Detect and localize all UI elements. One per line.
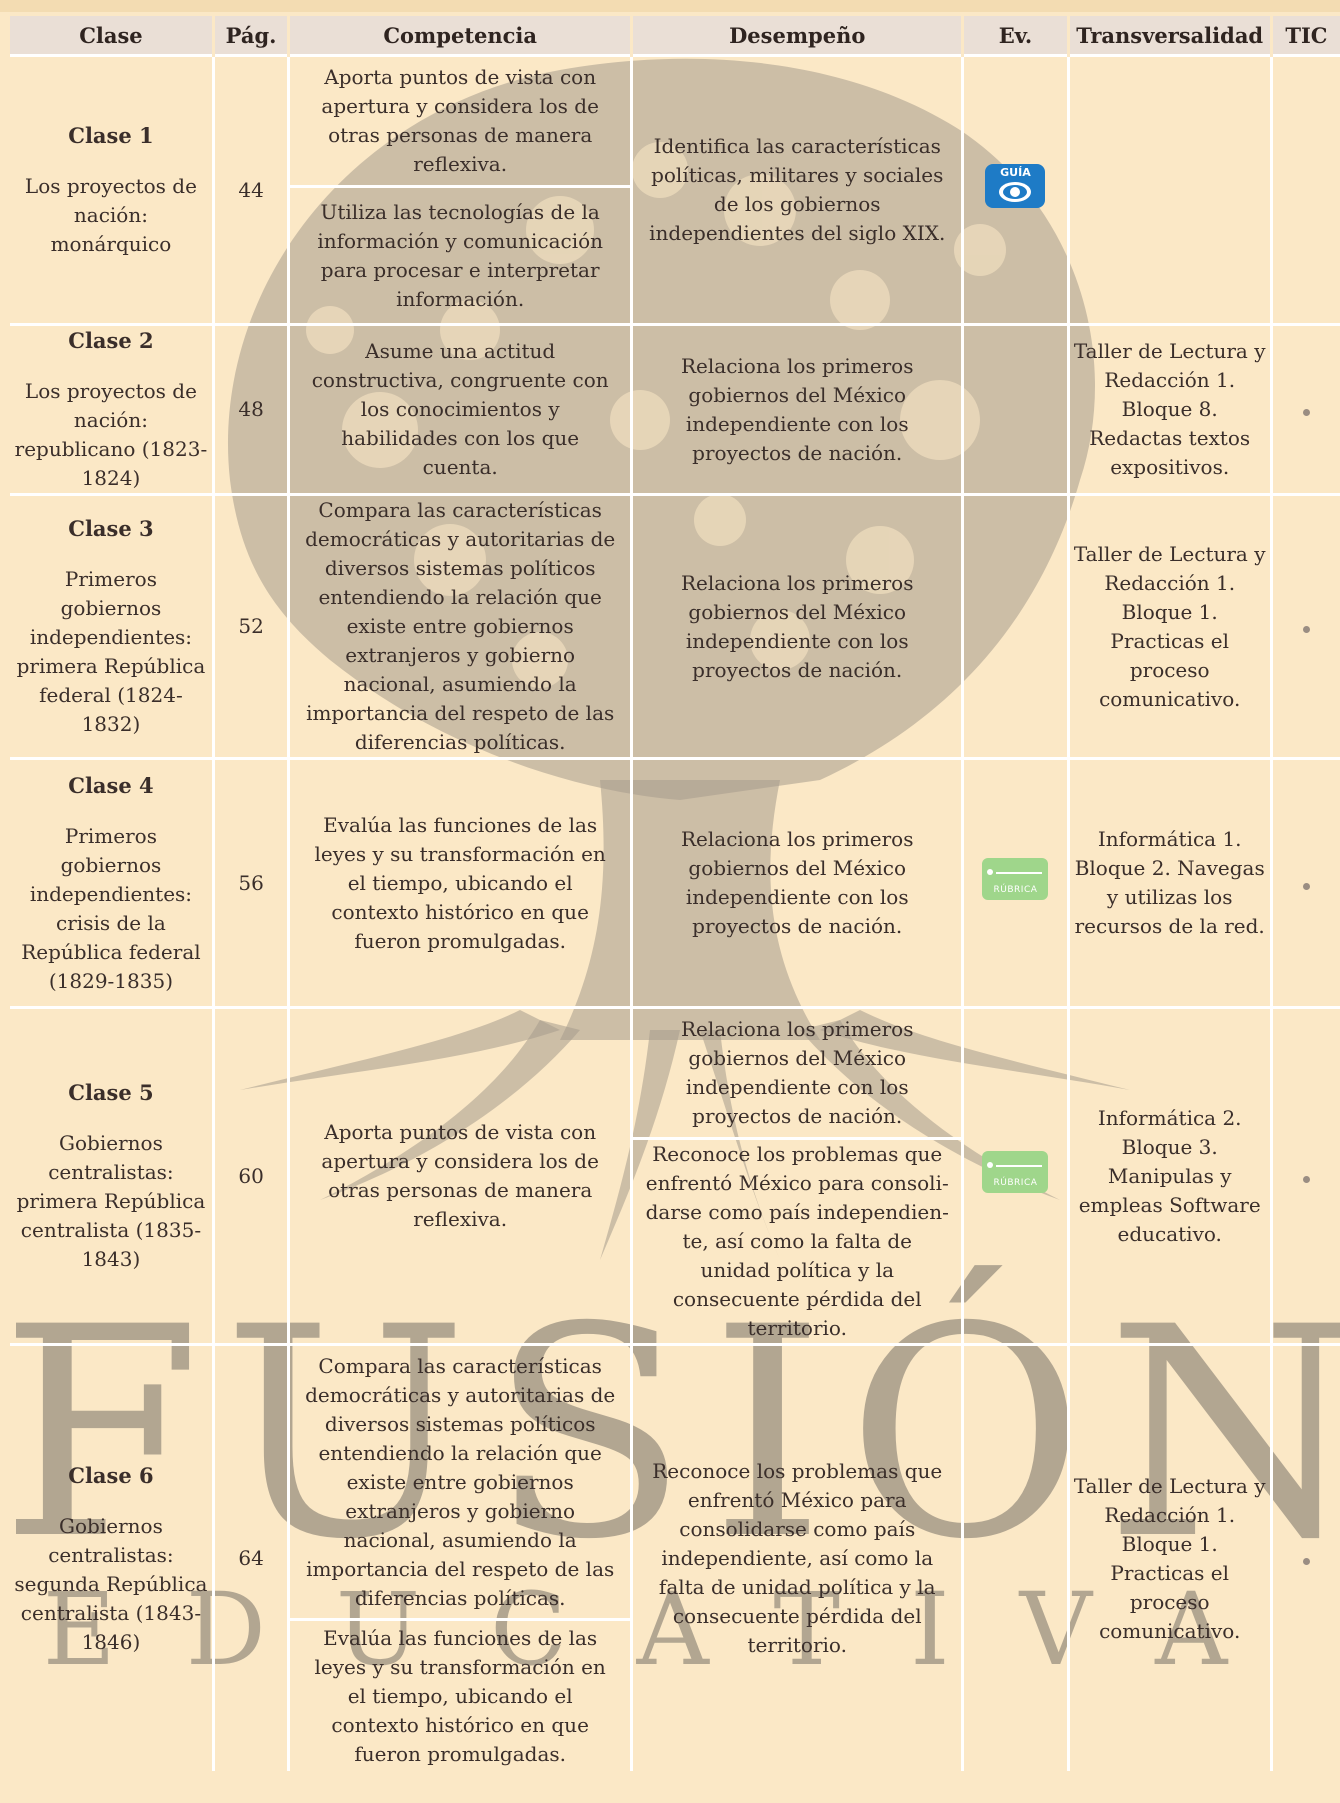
desempeno-cell: Reconoce los problemas que enfrentó Méxi… bbox=[630, 1137, 963, 1345]
clase-cell: Clase 2 Los proyectos de nación: republi… bbox=[10, 323, 214, 495]
transversalidad-cell bbox=[1066, 54, 1272, 325]
table-row: Clase 4 Primeros gobiernos independiente… bbox=[10, 757, 1340, 1008]
page-number: 44 bbox=[211, 54, 289, 325]
clase-cell: Clase 4 Primeros gobiernos independiente… bbox=[10, 757, 214, 1008]
tic-bullet-icon bbox=[1302, 1558, 1310, 1565]
table-row: Clase 2 Los proyectos de nación: republi… bbox=[10, 323, 1340, 495]
competencia-cell: Compara las características democráticas… bbox=[287, 1343, 632, 1620]
competencia-cell: Evalúa las funciones de las leyes y su t… bbox=[287, 757, 632, 1008]
competencia-cell: Evalúa las funciones de las leyes y su t… bbox=[287, 1618, 632, 1771]
clase-number: Clase 6 bbox=[68, 1462, 154, 1488]
table-row: Clase 3 Primeros gobiernos independiente… bbox=[10, 493, 1340, 759]
table-row: Clase 5 Gobiernos centralistas: primera … bbox=[10, 1006, 1340, 1345]
page-number: 56 bbox=[211, 757, 289, 1008]
header-competencia: Competencia bbox=[287, 16, 632, 56]
tic-cell bbox=[1269, 493, 1340, 759]
clase-title: Primeros gobiernos independientes: prime… bbox=[16, 567, 206, 736]
page-number: 64 bbox=[211, 1343, 289, 1771]
clase-number: Clase 5 bbox=[68, 1080, 154, 1105]
tic-cell bbox=[1269, 54, 1340, 325]
desempeno-cell: Identifica las características políticas… bbox=[630, 54, 963, 325]
competencia-cell: Aporta puntos de vista con apertura y co… bbox=[287, 1006, 632, 1345]
transversalidad-cell: Taller de Lectura y Redacción 1. Bloque … bbox=[1066, 1343, 1272, 1771]
clase-title: Los proyectos de nación: republicano (18… bbox=[14, 379, 208, 490]
clase-number: Clase 3 bbox=[68, 516, 154, 541]
guia-badge[interactable]: GUÍA bbox=[985, 164, 1046, 208]
header-transversalidad: Transversalidad bbox=[1066, 16, 1272, 56]
table-row: Clase 6 Gobiernos centralistas: segunda … bbox=[10, 1343, 1340, 1771]
guia-label: GUÍA bbox=[1000, 166, 1031, 179]
clase-cell: Clase 5 Gobiernos centralistas: primera … bbox=[10, 1006, 214, 1345]
rubrica-line-icon bbox=[996, 1165, 1043, 1167]
ev-cell: RÚBRICA bbox=[961, 757, 1069, 1008]
ev-cell bbox=[961, 493, 1069, 759]
transversalidad-cell: Informática 2. Bloque 3. Manipulas y emp… bbox=[1066, 1006, 1272, 1345]
tic-bullet-icon bbox=[1302, 409, 1310, 416]
header-pag: Pág. bbox=[211, 16, 289, 56]
competencia-cell: Compara las características democráticas… bbox=[287, 493, 632, 759]
header-ev: Ev. bbox=[961, 16, 1069, 56]
tic-bullet-icon bbox=[1302, 626, 1310, 633]
desempeno-cell: Reconoce los problemas que enfrentó Méxi… bbox=[630, 1343, 963, 1771]
top-title-bar bbox=[0, 0, 1340, 12]
ev-cell: RÚBRICA bbox=[961, 1006, 1069, 1345]
eye-icon bbox=[999, 182, 1032, 202]
tic-cell bbox=[1269, 1006, 1340, 1345]
clase-title: Los proyectos de nación: monárquico bbox=[24, 174, 197, 256]
transversalidad-cell: Taller de Lectura y Redacción 1. Bloque … bbox=[1066, 323, 1272, 495]
page-number: 60 bbox=[211, 1006, 289, 1345]
clase-title: Primeros gobiernos independientes: crisi… bbox=[21, 823, 201, 993]
lesson-plan-table: Clase Pág. Competencia Desempeño Ev. Tra… bbox=[10, 16, 1340, 1771]
header-tic: TIC bbox=[1269, 16, 1340, 56]
rubrica-badge[interactable]: RÚBRICA bbox=[982, 1151, 1049, 1193]
clase-number: Clase 2 bbox=[68, 328, 154, 353]
clase-number: Clase 1 bbox=[68, 123, 154, 148]
rubrica-badge[interactable]: RÚBRICA bbox=[982, 858, 1049, 900]
desempeno-cell: Relaciona los primeros gobiernos del Méx… bbox=[630, 1006, 963, 1139]
clase-title: Gobiernos centralistas: segunda Repúblic… bbox=[14, 1513, 208, 1654]
clase-number: Clase 4 bbox=[68, 772, 154, 798]
table-row: Clase 1 Los proyectos de nación: monárqu… bbox=[10, 53, 1340, 325]
rubrica-line-icon bbox=[996, 872, 1043, 874]
rubrica-dot-icon bbox=[987, 869, 994, 875]
page-number: 52 bbox=[211, 493, 289, 759]
clase-cell: Clase 6 Gobiernos centralistas: segunda … bbox=[10, 1343, 214, 1771]
tic-bullet-icon bbox=[1302, 882, 1310, 890]
tic-cell bbox=[1269, 323, 1340, 495]
tic-cell bbox=[1269, 1343, 1340, 1771]
competencia-cell: Asume una actitud constructiva, congruen… bbox=[287, 323, 632, 495]
ev-cell bbox=[961, 1343, 1069, 1771]
page-number: 48 bbox=[211, 323, 289, 495]
desempeno-cell: Relaciona los primeros gobiernos del Méx… bbox=[630, 493, 963, 759]
header-clase: Clase bbox=[10, 16, 214, 56]
ev-cell bbox=[961, 323, 1069, 495]
ev-cell: GUÍA bbox=[961, 54, 1069, 325]
table-row: Evalúa las funciones de las leyes y su t… bbox=[10, 1618, 1340, 1771]
rubrica-label: RÚBRICA bbox=[993, 1178, 1038, 1188]
transversalidad-cell: Taller de Lectura y Redacción 1. Bloque … bbox=[1066, 493, 1272, 759]
rubrica-label: RÚBRICA bbox=[993, 885, 1038, 895]
competencia-cell: Aporta puntos de vista con apertura y co… bbox=[287, 53, 632, 187]
table-header-row: Clase Pág. Competencia Desempeño Ev. Tra… bbox=[10, 16, 1340, 56]
clase-cell: Clase 3 Primeros gobiernos independiente… bbox=[10, 493, 214, 759]
transversalidad-cell: Informática 1. Bloque 2. Navegas y utili… bbox=[1066, 757, 1272, 1008]
tic-bullet-icon bbox=[1302, 1175, 1310, 1183]
clase-title: Gobiernos centralistas: primera Repúblic… bbox=[16, 1131, 206, 1271]
desempeno-cell: Relaciona los primeros gobiernos del Méx… bbox=[630, 757, 963, 1008]
competencia-cell: Utiliza las tecnologías de la informació… bbox=[287, 185, 632, 325]
rubrica-dot-icon bbox=[987, 1162, 994, 1168]
desempeno-cell: Relaciona los primeros gobiernos del Méx… bbox=[630, 323, 963, 495]
header-desempeno: Desempeño bbox=[630, 16, 963, 56]
clase-cell: Clase 1 Los proyectos de nación: monárqu… bbox=[10, 54, 214, 325]
tic-cell bbox=[1269, 757, 1340, 1008]
